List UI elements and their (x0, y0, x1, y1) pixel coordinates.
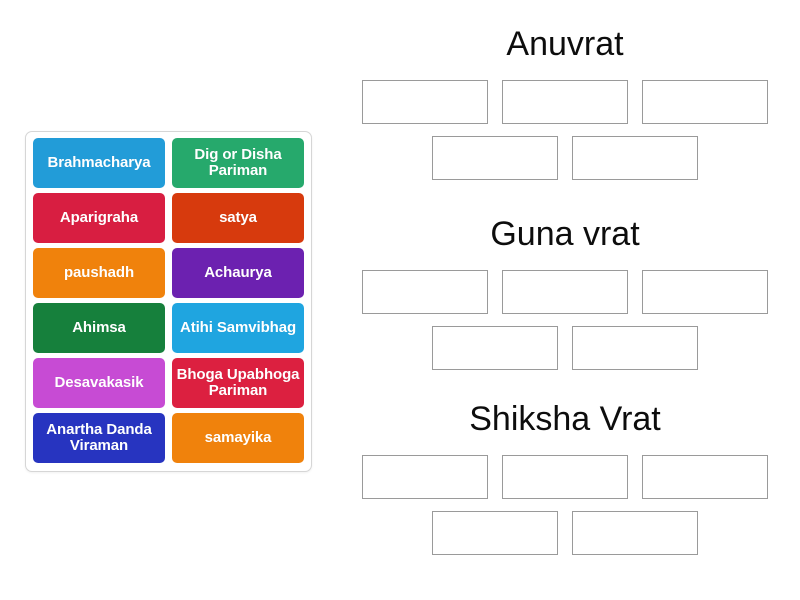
drop-slot[interactable] (432, 326, 558, 370)
word-tile[interactable]: Achaurya (172, 248, 304, 298)
word-tile[interactable]: Dig or Disha Pariman (172, 138, 304, 188)
drop-slot-row-top (350, 270, 780, 314)
drop-slot-row-top (350, 80, 780, 124)
section-shiksha-vrat: Shiksha Vrat (350, 397, 780, 555)
drop-slot[interactable] (502, 80, 628, 124)
drop-slot[interactable] (502, 455, 628, 499)
word-tile[interactable]: satya (172, 193, 304, 243)
section-title-shiksha-vrat: Shiksha Vrat (469, 400, 661, 438)
drop-slot[interactable] (362, 80, 488, 124)
drop-slot-row-bottom (350, 136, 780, 180)
word-tile[interactable]: Bhoga Upabhoga Pariman (172, 358, 304, 408)
drop-slot[interactable] (432, 511, 558, 555)
word-tile[interactable]: paushadh (33, 248, 165, 298)
drop-slot[interactable] (572, 326, 698, 370)
word-tile[interactable]: Ahimsa (33, 303, 165, 353)
drop-slot[interactable] (642, 270, 768, 314)
word-tile[interactable]: Atihi Samvibhag (172, 303, 304, 353)
drop-slot[interactable] (432, 136, 558, 180)
word-tile[interactable]: Brahmacharya (33, 138, 165, 188)
drop-slot[interactable] (572, 136, 698, 180)
drop-slot[interactable] (572, 511, 698, 555)
drop-slot-row-bottom (350, 326, 780, 370)
section-title-guna-vrat: Guna vrat (490, 215, 640, 253)
section-guna-vrat: Guna vrat (350, 212, 780, 370)
drop-slot[interactable] (642, 80, 768, 124)
word-tile[interactable]: Anartha Danda Viraman (33, 413, 165, 463)
drop-slot-row-top (350, 455, 780, 499)
word-tile[interactable]: Aparigraha (33, 193, 165, 243)
drop-slot[interactable] (642, 455, 768, 499)
drop-slot[interactable] (362, 455, 488, 499)
section-title-anuvrat: Anuvrat (506, 25, 624, 63)
drop-slot[interactable] (362, 270, 488, 314)
word-tile[interactable]: Desavakasik (33, 358, 165, 408)
drop-slot-row-bottom (350, 511, 780, 555)
drop-slot[interactable] (502, 270, 628, 314)
word-tile[interactable]: samayika (172, 413, 304, 463)
section-anuvrat: Anuvrat (350, 22, 780, 180)
